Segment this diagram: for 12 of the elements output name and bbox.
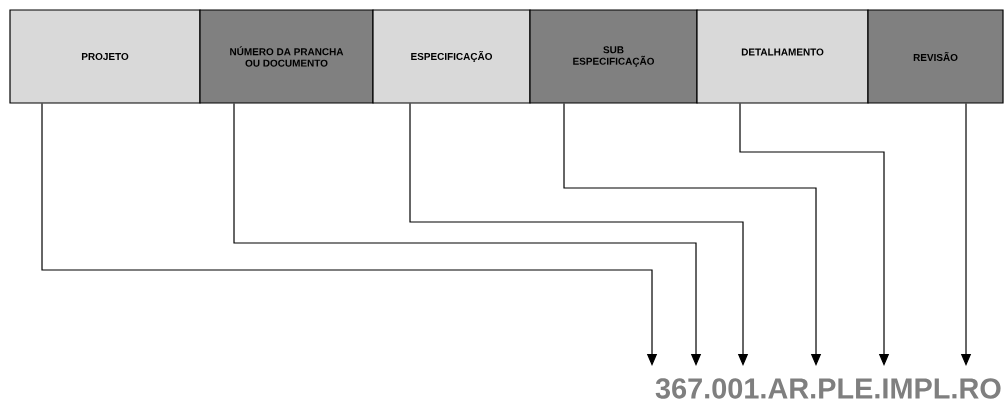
arrow [563,103,822,366]
header-box: ESPECIFICAÇÃO [372,9,531,104]
header-box: SUB ESPECIFICAÇÃO [529,9,698,104]
header-box: PROJETO [9,9,201,104]
arrow [409,103,749,366]
header-box: NÚMERO DA PRANCHA OU DOCUMENTO [199,9,374,104]
code-text: 367.001.AR.PLE.IMPL.RO [655,378,1001,399]
arrow [233,103,702,366]
arrow [41,103,658,366]
arrow [739,103,890,366]
header-box: DETALHAMENTO [696,9,869,104]
header-box: REVISÃO [867,9,1004,104]
